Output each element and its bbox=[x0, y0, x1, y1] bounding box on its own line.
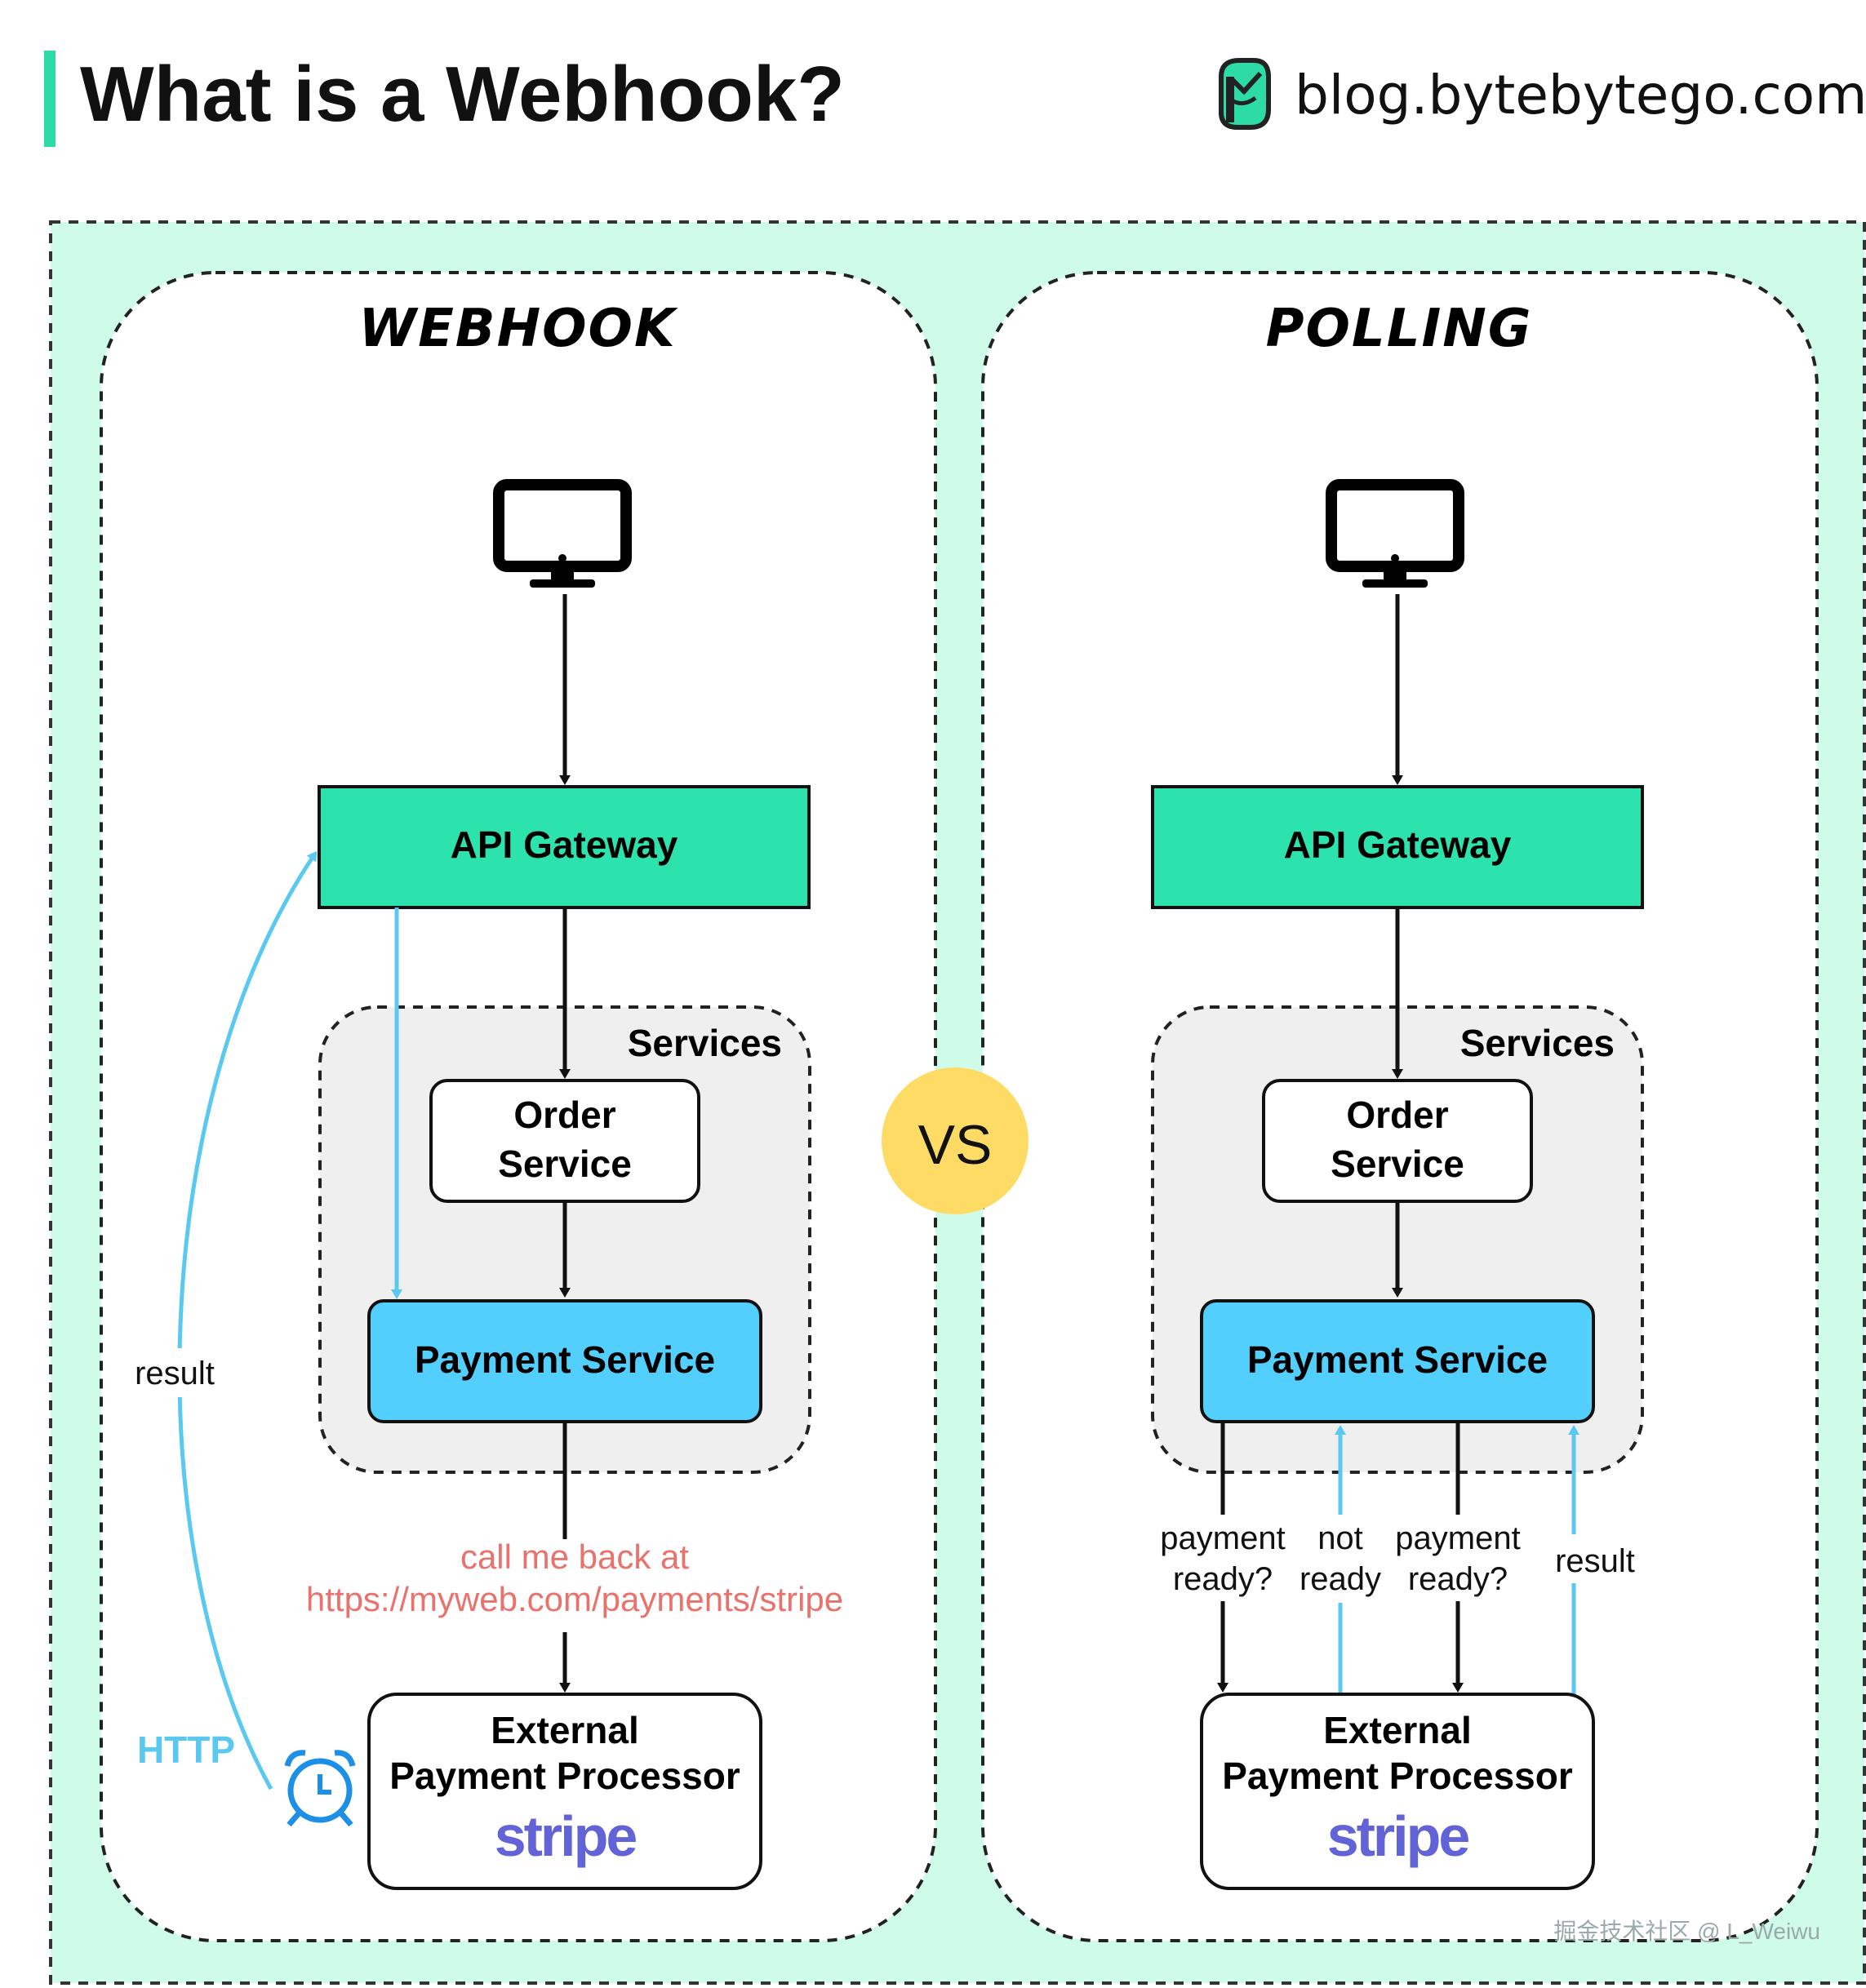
polling-panel-title: POLLING bbox=[1266, 299, 1533, 359]
polling-order-service-label-1: Order bbox=[1346, 1094, 1448, 1136]
poll-label-result: result bbox=[1555, 1543, 1635, 1579]
polling-api-gateway-box bbox=[1151, 785, 1644, 909]
order-service-label-1: Order bbox=[513, 1094, 615, 1136]
api-gateway-box bbox=[318, 785, 811, 909]
services-label: Services bbox=[628, 1022, 782, 1064]
api-gateway-label: API Gateway bbox=[451, 823, 678, 866]
page-title: What is a Webhook? bbox=[80, 51, 845, 138]
order-service-label-2: Service bbox=[498, 1143, 632, 1185]
external-processor-box bbox=[367, 1693, 762, 1890]
result-http-arrow bbox=[177, 850, 318, 1791]
poll-label-2a: not bbox=[1317, 1520, 1363, 1556]
watermark: 掘金技术社区 @ L_Weiwu bbox=[1553, 1919, 1820, 1944]
vs-label: VS bbox=[918, 1114, 993, 1176]
poll-label-2b: ready bbox=[1300, 1561, 1381, 1597]
polling-external-processor-box bbox=[1200, 1693, 1595, 1890]
callback-text-1: call me back at bbox=[460, 1538, 689, 1576]
polling-stripe-logo: stripe bbox=[1327, 1804, 1469, 1868]
result-label: result bbox=[135, 1356, 215, 1391]
result-label-bg bbox=[122, 1348, 229, 1397]
polling-order-service-label-2: Service bbox=[1331, 1143, 1464, 1185]
title-accent-bar bbox=[44, 51, 56, 147]
poll-label-3b: ready? bbox=[1408, 1561, 1508, 1597]
polling-external-label-2: Payment Processor bbox=[1222, 1755, 1573, 1797]
webhook-panel-title: WEBHOOK bbox=[358, 299, 678, 359]
payment-service-label: Payment Service bbox=[415, 1338, 715, 1381]
monitor-icon bbox=[1326, 479, 1464, 588]
bytebytego-logo-icon bbox=[1219, 58, 1271, 130]
brand[interactable]: blog.bytebytego.com bbox=[1215, 54, 1866, 135]
polling-services-label: Services bbox=[1460, 1022, 1615, 1064]
polling-api-gateway-label: API Gateway bbox=[1284, 823, 1512, 866]
alarm-clock-icon bbox=[284, 1750, 356, 1827]
polling-payment-service-label: Payment Service bbox=[1247, 1338, 1548, 1381]
vs-badge bbox=[882, 1067, 1029, 1214]
callback-text-2: https://myweb.com/payments/stripe bbox=[306, 1580, 843, 1618]
polling-external-label-1: External bbox=[1323, 1709, 1472, 1751]
stripe-logo: stripe bbox=[495, 1804, 637, 1868]
poll-label-1a: payment bbox=[1160, 1520, 1285, 1556]
polling-payment-service-box bbox=[1200, 1299, 1595, 1423]
poll-label-1b: ready? bbox=[1173, 1561, 1273, 1597]
monitor-icon bbox=[493, 479, 632, 588]
external-label-1: External bbox=[491, 1709, 639, 1751]
http-label: HTTP bbox=[137, 1728, 235, 1771]
brand-url[interactable]: blog.bytebytego.com bbox=[1295, 63, 1866, 126]
poll-label-3a: payment bbox=[1395, 1520, 1520, 1556]
external-label-2: Payment Processor bbox=[389, 1755, 740, 1797]
